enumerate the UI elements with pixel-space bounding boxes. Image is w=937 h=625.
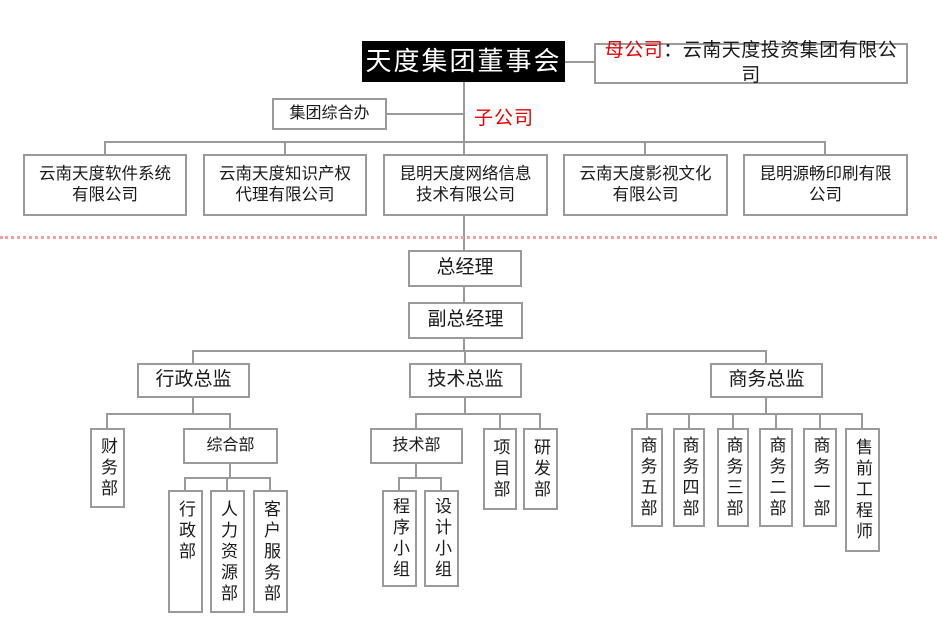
business-dept-5-box: 商务五部 xyxy=(631,428,663,527)
tech-director-box: 技术总监 xyxy=(409,363,522,398)
programming-team-box: 程序小组 xyxy=(382,490,417,587)
connector-line xyxy=(415,413,417,428)
connector-line xyxy=(192,350,767,352)
design-team-box: 设计小组 xyxy=(424,490,459,587)
connector-line xyxy=(732,413,734,428)
connector-line xyxy=(539,413,541,428)
general-affairs-dept-box: 综合部 xyxy=(183,428,278,464)
company-name-line: 云南天度软件系统 xyxy=(39,164,171,183)
connector-line xyxy=(464,350,466,363)
parent-company-name: 云南天度投资集团有限公司 xyxy=(682,39,898,86)
parent-company-box: 母公司：云南天度投资集团有限公司 xyxy=(594,39,908,86)
connector-line xyxy=(824,141,826,154)
company-box-software: 云南天度软件系统有限公司 xyxy=(23,154,187,216)
company-name-line: 代理有限公司 xyxy=(235,186,335,204)
connector-line xyxy=(644,141,646,154)
connector-line xyxy=(463,287,465,302)
company-name-line: 昆明源畅印刷有限 xyxy=(759,164,892,183)
connector-line xyxy=(226,477,228,490)
connector-line xyxy=(104,141,826,143)
connector-line xyxy=(499,413,501,428)
company-name-line: 有限公司 xyxy=(612,186,679,204)
connector-line xyxy=(398,477,400,490)
admin-dept-box: 行政部 xyxy=(168,490,203,613)
connector-line xyxy=(106,413,231,415)
customer-service-dept-box: 客户服务部 xyxy=(253,490,288,613)
company-box-film-culture: 云南天度影视文化有限公司 xyxy=(563,154,728,216)
parent-company-label: 母公司 xyxy=(604,39,664,61)
hr-dept-box: 人力资源部 xyxy=(210,490,245,613)
business-dept-4-box: 商务四部 xyxy=(673,428,705,527)
company-box-printing: 昆明源畅印刷有限公司 xyxy=(743,154,908,216)
connector-line xyxy=(646,413,648,428)
company-name-line: 技术有限公司 xyxy=(416,186,515,204)
connector-line xyxy=(387,113,464,115)
connector-line xyxy=(229,413,231,428)
connector-line xyxy=(646,413,863,415)
connector-line xyxy=(415,464,417,479)
connector-line xyxy=(861,413,863,428)
company-box-network-info: 昆明天度网络信息技术有限公司 xyxy=(383,154,548,216)
company-name-line: 云南天度知识产权 xyxy=(219,164,351,183)
connector-line xyxy=(565,61,594,63)
business-dept-3-box: 商务三部 xyxy=(717,428,749,527)
connector-line xyxy=(229,464,231,479)
connector-line xyxy=(192,350,194,363)
general-manager-box: 总经理 xyxy=(408,250,522,287)
company-name-line: 公司 xyxy=(809,186,842,204)
connector-line xyxy=(688,413,690,428)
presales-engineer-box: 售前工程师 xyxy=(845,428,880,552)
connector-line xyxy=(765,398,767,415)
connector-line xyxy=(104,141,106,154)
divider-dotted-line xyxy=(0,236,937,239)
connector-line xyxy=(464,398,466,415)
business-director-box: 商务总监 xyxy=(710,363,823,398)
connector-line xyxy=(269,477,271,490)
subsidiary-label: 子公司 xyxy=(474,108,535,129)
group-office-box: 集团综合办 xyxy=(272,98,387,130)
tech-dept-box: 技术部 xyxy=(370,428,463,464)
parent-company-separator: ： xyxy=(663,39,683,61)
connector-line xyxy=(463,339,465,352)
company-name-line: 云南天度影视文化 xyxy=(579,164,712,183)
finance-dept-box: 财务部 xyxy=(90,428,125,508)
connector-line xyxy=(765,350,767,363)
connector-line xyxy=(398,477,442,479)
company-box-ip-agency: 云南天度知识产权代理有限公司 xyxy=(203,154,367,216)
admin-director-box: 行政总监 xyxy=(137,363,250,398)
connector-line xyxy=(192,397,194,414)
business-dept-2-box: 商务二部 xyxy=(759,428,793,527)
connector-line xyxy=(463,216,465,250)
connector-line xyxy=(284,141,286,154)
deputy-general-manager-box: 副总经理 xyxy=(408,302,523,339)
business-dept-1-box: 商务一部 xyxy=(803,428,837,527)
connector-line xyxy=(184,477,186,490)
company-name-line: 昆明天度网络信息 xyxy=(399,164,532,183)
connector-line xyxy=(463,82,465,154)
connector-line xyxy=(819,413,821,428)
company-name-line: 有限公司 xyxy=(72,186,138,204)
rnd-dept-box: 研发部 xyxy=(523,428,558,510)
connector-line xyxy=(415,413,541,415)
connector-line xyxy=(106,413,108,428)
connector-line xyxy=(440,477,442,490)
board-box: 天度集团董事会 xyxy=(362,41,565,82)
project-dept-box: 项目部 xyxy=(483,428,517,510)
connector-line xyxy=(775,413,777,428)
